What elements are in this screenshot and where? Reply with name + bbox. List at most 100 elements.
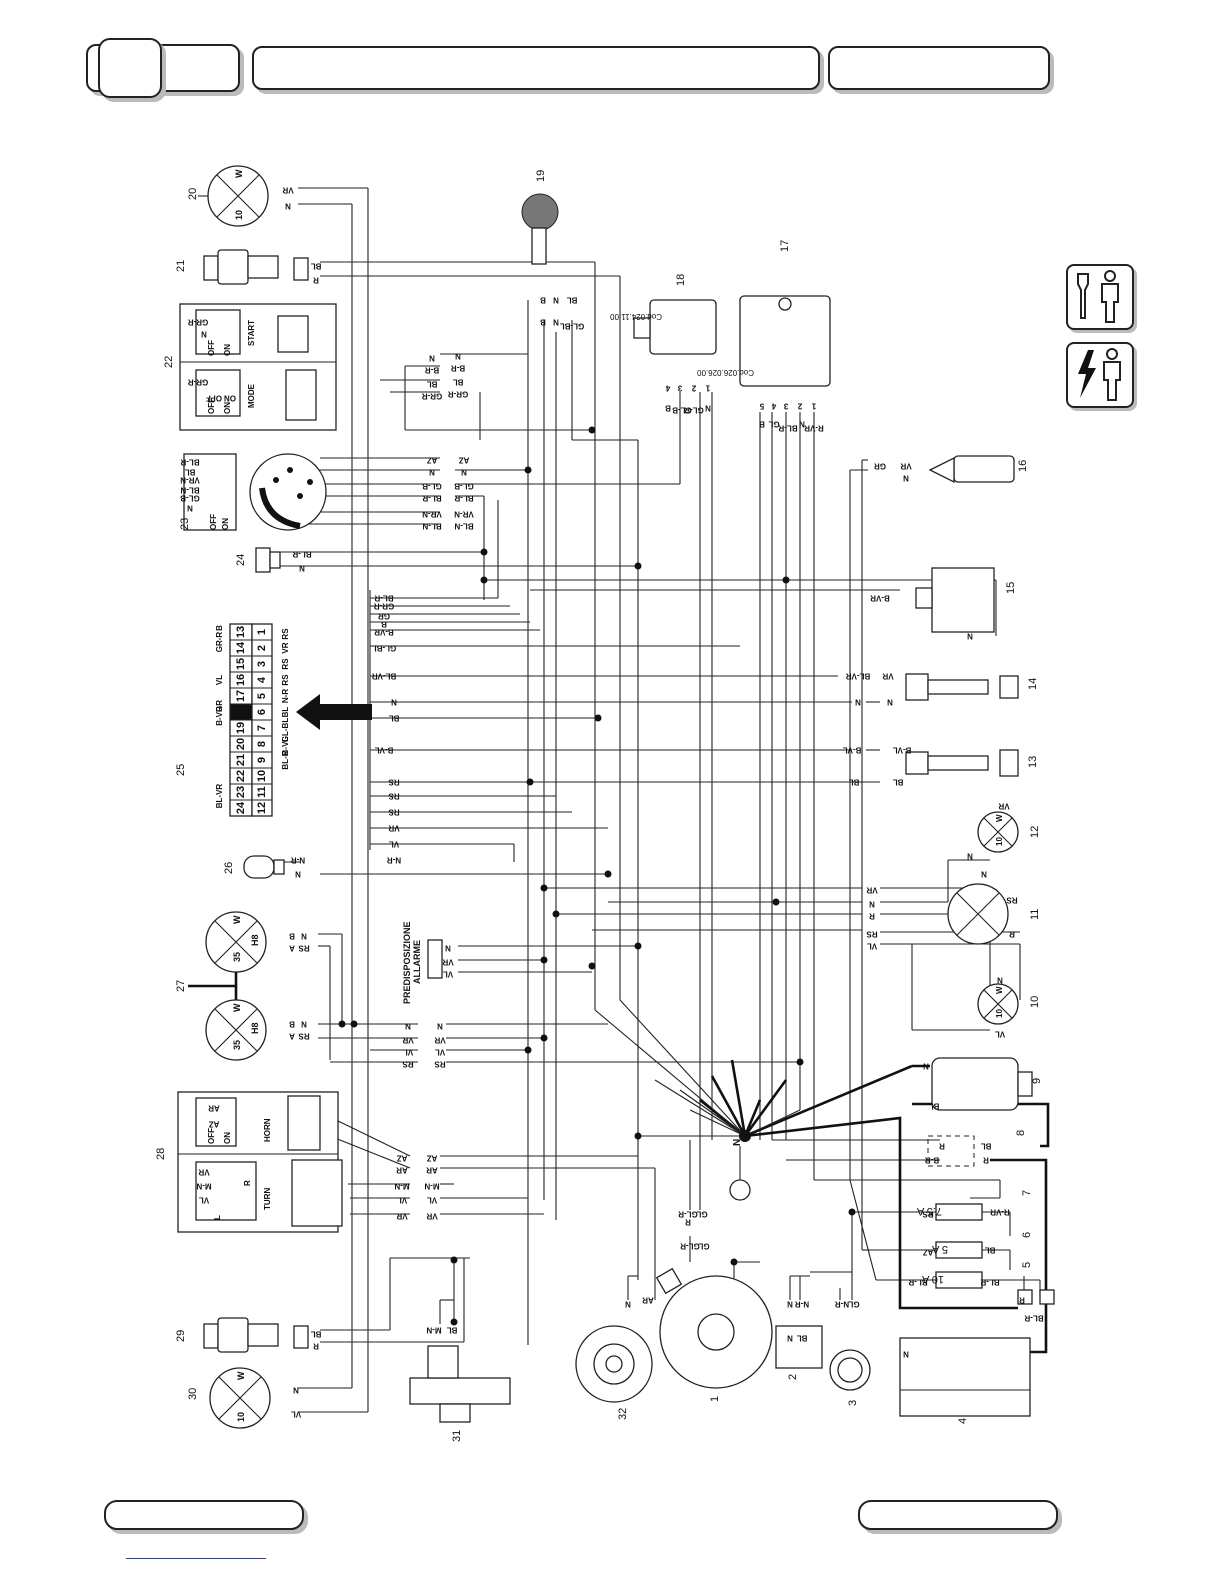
label-c5: 5 [1021,1262,1033,1268]
ground-fan-wires [594,999,801,1137]
wire-label-w22sw: GR-R [188,318,209,327]
wire-label-w28sw: VR [198,1168,209,1177]
wire-label-w1: GL [696,1210,707,1219]
label-c11: 11 [1029,909,1041,920]
wire-label-w5: BL-R [980,1278,999,1287]
connector25-pin-bottom: 1 [256,629,268,635]
wire-label-w28sw: M-N [196,1182,211,1191]
wire-label-w15: N [967,632,973,641]
wire-label-w23: N [461,468,467,477]
label-mode: MODE [247,383,256,408]
header-tab-left-knob [98,38,162,98]
wire-label-w24: BL-R [292,550,311,559]
switch-block-22 [179,303,337,431]
wire-label-bus: B [381,620,387,629]
label-on-23: ON [221,518,230,530]
wire-label-w17: N [799,420,805,429]
lamp-26 [243,855,285,879]
wire-label-w27c: N [437,1022,443,1031]
wire-label-w26: N-R [291,856,305,865]
connector25-pin-bottom: 7 [256,725,268,731]
wire-label-bus: GL-BL [372,644,397,653]
label-on-22: ON [223,344,232,356]
switch-21 [203,249,309,285]
wire-label-w28: AR [426,1166,438,1175]
wire-label-w17: 4 [771,402,776,411]
wire-label-w20: N [285,202,291,211]
wire-label-w6: BL [985,1246,996,1255]
connector25-pin-bottom: 2 [256,645,268,651]
b27b-w: W [232,1003,242,1012]
rectifier-2 [775,1325,823,1369]
label-c18: 18 [675,274,687,286]
wire-label-w18: GL-R [684,406,704,415]
wire-label-w27a: N [301,932,307,941]
wire-label-w22b: BL [427,380,438,389]
wire-label-alarm: N [445,944,451,953]
bulb-30 [209,1367,271,1429]
wire-label-w18: 3 [677,384,682,393]
wire-label-w7: R-VR [990,1208,1010,1217]
connector25-pin-top: 18 [235,706,247,718]
connector25-left-label: GR [215,700,224,712]
footer-link-underline[interactable] [126,1558,266,1559]
wire-label-w24: N [299,564,305,573]
label-c32: 32 [617,1408,629,1420]
wire-label-w13: BL [893,778,904,787]
connector25-pin-bottom: 3 [256,661,268,667]
label-c3: 3 [847,1400,859,1406]
label-c9: 9 [1031,1078,1043,1084]
wire-label-w28: M-N [394,1182,409,1191]
connector25-pin-top: 22 [235,770,247,782]
wire-label-w19: BL [567,296,578,305]
label-c23: 23 [179,518,191,530]
wire-label-w27c: N [405,1022,411,1031]
switch-labels: START MODE HORN TURN OFF ON OFF ON OFF O… [207,320,272,1220]
connector25-pin-bottom: 8 [256,741,268,747]
wire-label-w32: N [625,1300,631,1309]
cdi-code: Cod.026.026.00 [697,368,754,377]
connector25-pin-top: 24 [235,801,247,814]
b10-w: W [995,986,1004,994]
wire-label-w18: 1 [705,384,710,393]
wire-label-w28: AZ [397,1154,408,1163]
connector25-left-label: B-VR [215,706,224,726]
connector25-pin-top: 20 [235,738,247,750]
label-c30: 30 [187,1388,199,1400]
sensor-19 [521,193,559,265]
wire-label-bus: N-R [387,856,401,865]
ground-lug [729,1146,751,1201]
wire-label-w19: B [540,296,546,305]
wire-label-w13: BL [849,778,860,787]
label-on-22b: ON [223,402,232,414]
label-off-22: OFF [207,340,216,356]
wire-label-w18: GL-B [672,406,692,415]
fuse-10a: 10 A [921,1273,944,1285]
connector25-pin-bottom: 10 [256,770,268,782]
wire-label-w30: N [293,1386,299,1395]
wire-label-bus: BL-R [374,594,393,603]
footer-tab-right [858,1500,1058,1530]
wire-label-w27b: B [289,1020,295,1029]
wiring-lines [280,187,1041,1413]
wire-label-w23sw: BL [185,468,196,477]
wire-label-w12: VR [998,802,1009,811]
wire-label-w18: 2 [691,384,696,393]
wire-label-w22: GR-R [448,390,469,399]
label-c27: 27 [175,980,187,992]
wire-label-bus: B-VL [375,746,394,755]
wire-label-w28: VL [427,1196,437,1205]
wire-label-w22: BL [453,378,464,387]
bulb-10 [977,983,1019,1025]
connector25-right-label: B-VL [281,737,290,756]
wire-label-w14: N [887,698,893,707]
battery-4 [899,1337,1031,1417]
wire-label-w17: 5 [759,402,764,411]
wire-label-w12: N [967,852,973,861]
wire-label-w31: M-N [426,1326,441,1335]
fuse-5a: 5 A [931,1243,948,1255]
wire-label-w27c: RS [402,1060,414,1069]
regulator-18 [633,299,717,355]
label-r-28: R [243,1180,252,1186]
sensor-3 [829,1349,871,1391]
